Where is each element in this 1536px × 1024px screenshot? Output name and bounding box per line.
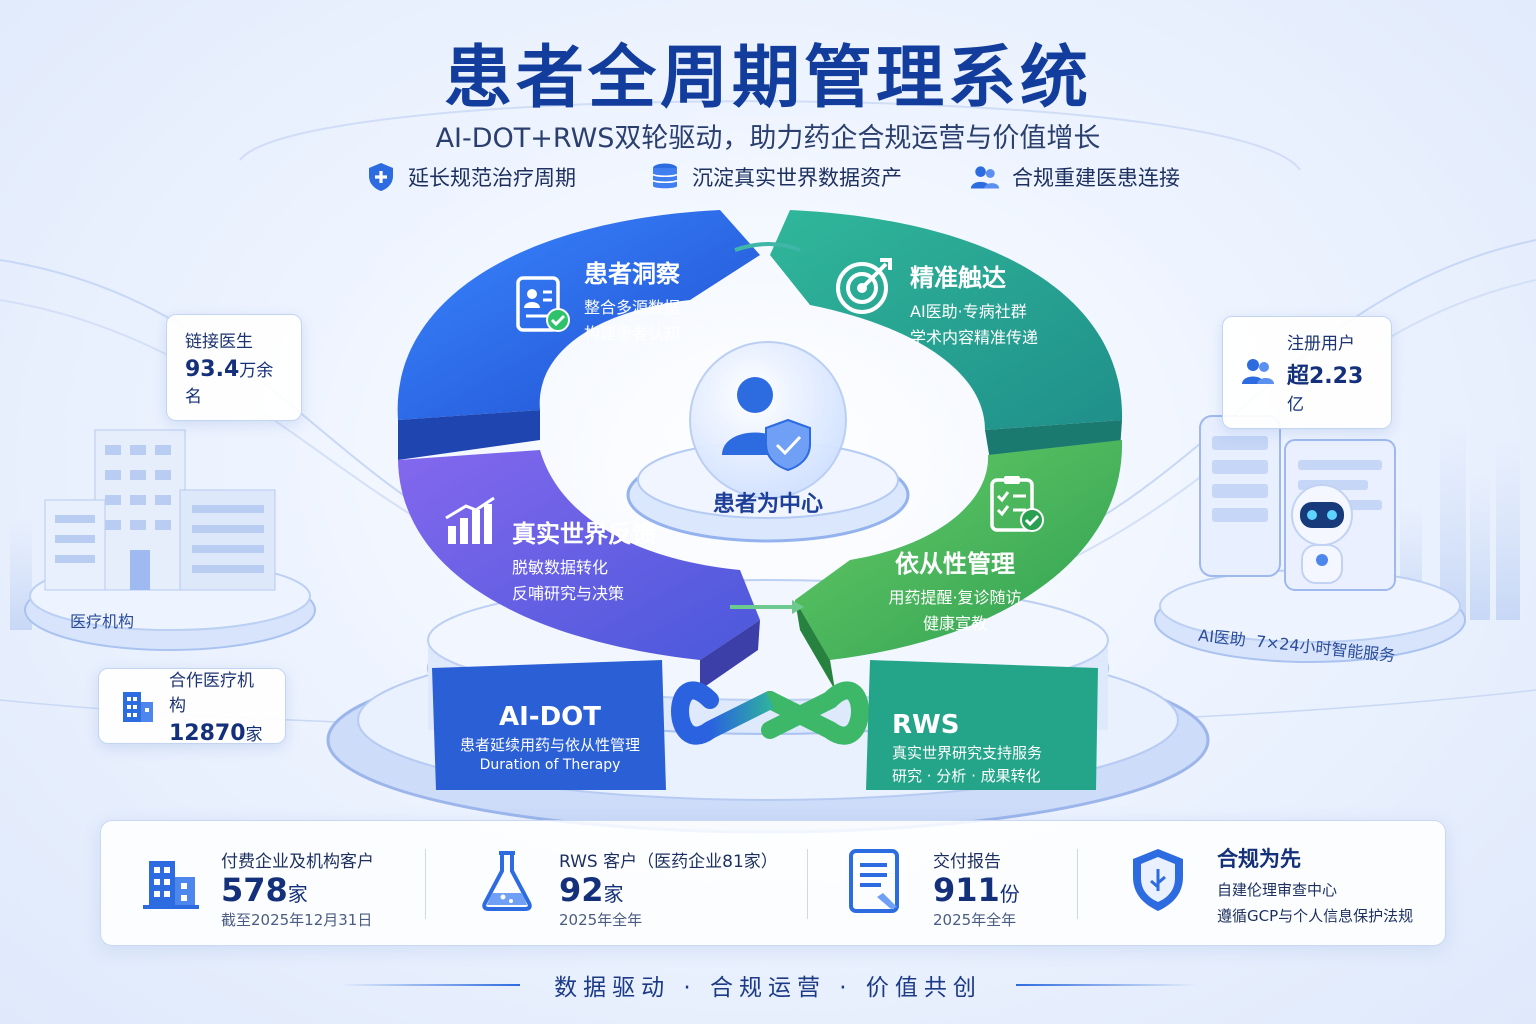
bar-chart-icon xyxy=(445,496,495,544)
center-label: 患者为中心 xyxy=(712,492,823,517)
rws-pillar: RWS 真实世界研究支持服务 研究 · 分析 · 成果转化 xyxy=(870,710,1098,786)
feature-label: 延长规范治疗周期 xyxy=(408,166,576,190)
stat-rws-clients: RWS 客户（医药企业81家） 92家 2025年全年 xyxy=(479,821,809,945)
feature-item: 延长规范治疗周期 xyxy=(366,162,576,192)
segment-adherence: 依从性管理 用药提醒·复诊随访 健康宣教 xyxy=(888,550,1022,633)
shield-plus-icon xyxy=(366,162,396,192)
target-icon xyxy=(836,258,892,314)
stat-reports: 交付报告 911份 2025年全年 xyxy=(847,821,1107,945)
document-user-icon xyxy=(516,276,570,332)
checklist-icon xyxy=(990,476,1044,532)
ai-assistant-illustration xyxy=(1154,415,1466,663)
users-small-icon xyxy=(1241,356,1275,390)
slogan-line-left xyxy=(340,984,520,986)
users-callout: 注册用户 超2.23亿 xyxy=(1222,316,1392,429)
stats-bar: 付费企业及机构客户 578家 截至2025年12月31日 RWS 客户（医药企业… xyxy=(100,820,1446,946)
rws-sub: 研究 · 分析 · 成果转化 xyxy=(892,767,1041,785)
users-label: 注册用户 xyxy=(1287,334,1355,354)
aidot-en: Duration of Therapy xyxy=(479,757,621,773)
aidot-title: AI-DOT xyxy=(498,702,601,732)
partners-label: 合作医疗机构 xyxy=(169,671,254,716)
report-icon xyxy=(847,847,905,919)
stats-divider xyxy=(425,849,426,919)
doctors-value: 93.4万余名 xyxy=(185,357,274,407)
doctors-callout: 链接医生 93.4万余名 xyxy=(166,314,302,421)
feature-item: 合规重建医患连接 xyxy=(970,162,1180,192)
doctors-label: 链接医生 xyxy=(185,332,253,352)
slogan: 数据驱动 · 合规运营 · 价值共创 xyxy=(554,975,982,1001)
stat-paying-clients: 付费企业及机构客户 578家 截至2025年12月31日 xyxy=(137,821,427,945)
stats-divider xyxy=(1077,849,1078,919)
feature-label: 沉淀真实世界数据资产 xyxy=(692,166,902,190)
feature-item: 沉淀真实世界数据资产 xyxy=(650,162,902,192)
building-icon xyxy=(141,851,201,915)
segment-rwe-feedback: 真实世界反馈 脱敏数据转化 反哺研究与决策 xyxy=(512,520,656,603)
partners-callout: 合作医疗机构 12870家 xyxy=(98,668,286,746)
page-title: 患者全周期管理系统 xyxy=(443,39,1092,118)
institution-base-label: 医疗机构 xyxy=(70,612,135,631)
feature-label: 合规重建医患连接 xyxy=(1012,166,1180,190)
users-value: 超2.23亿 xyxy=(1287,364,1364,415)
flask-icon xyxy=(479,849,535,915)
rws-title: RWS xyxy=(892,710,960,740)
segment-patient-insight: 患者洞察 整合多源数据 构建患者认知 xyxy=(584,260,681,343)
users-icon xyxy=(970,162,1000,192)
rws-desc: 真实世界研究支持服务 xyxy=(892,744,1043,762)
building-small-icon xyxy=(117,684,157,728)
page-subtitle: AI-DOT+RWS双轮驱动，助力药企合规运营与价值增长 xyxy=(435,123,1101,154)
hospital-illustration xyxy=(24,429,316,651)
database-icon xyxy=(650,162,680,192)
aidot-pillar: AI-DOT 患者延续用药与依从性管理 Duration of Therapy xyxy=(436,702,664,773)
shield-check-icon xyxy=(1129,847,1187,917)
segment-precise-reach: 精准触达 AI医助·专病社群 学术内容精准传递 xyxy=(910,264,1039,347)
stats-divider xyxy=(807,849,808,919)
slogan-line-right xyxy=(1016,984,1196,986)
aidot-desc: 患者延续用药与依从性管理 xyxy=(459,736,640,754)
stat-compliance: 合规为先 自建伦理审查中心 遵循GCP与个人信息保护法规 xyxy=(1129,821,1429,945)
partners-value: 12870家 xyxy=(169,721,263,746)
